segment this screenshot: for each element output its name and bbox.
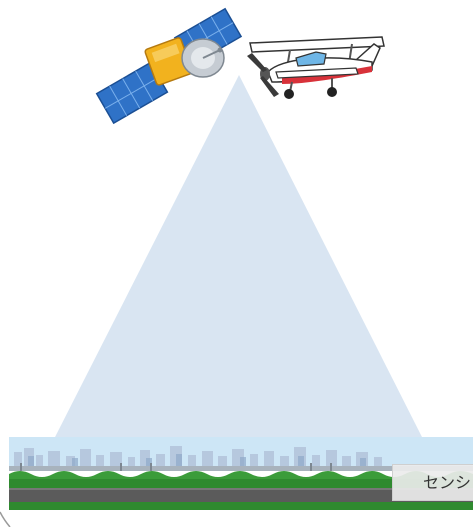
airplane-icon: [247, 37, 384, 99]
frame-corner: [0, 512, 10, 527]
sensing-beam: [52, 75, 425, 443]
sensing-label: センシ: [392, 464, 473, 501]
satellite-icon: [97, 9, 241, 123]
